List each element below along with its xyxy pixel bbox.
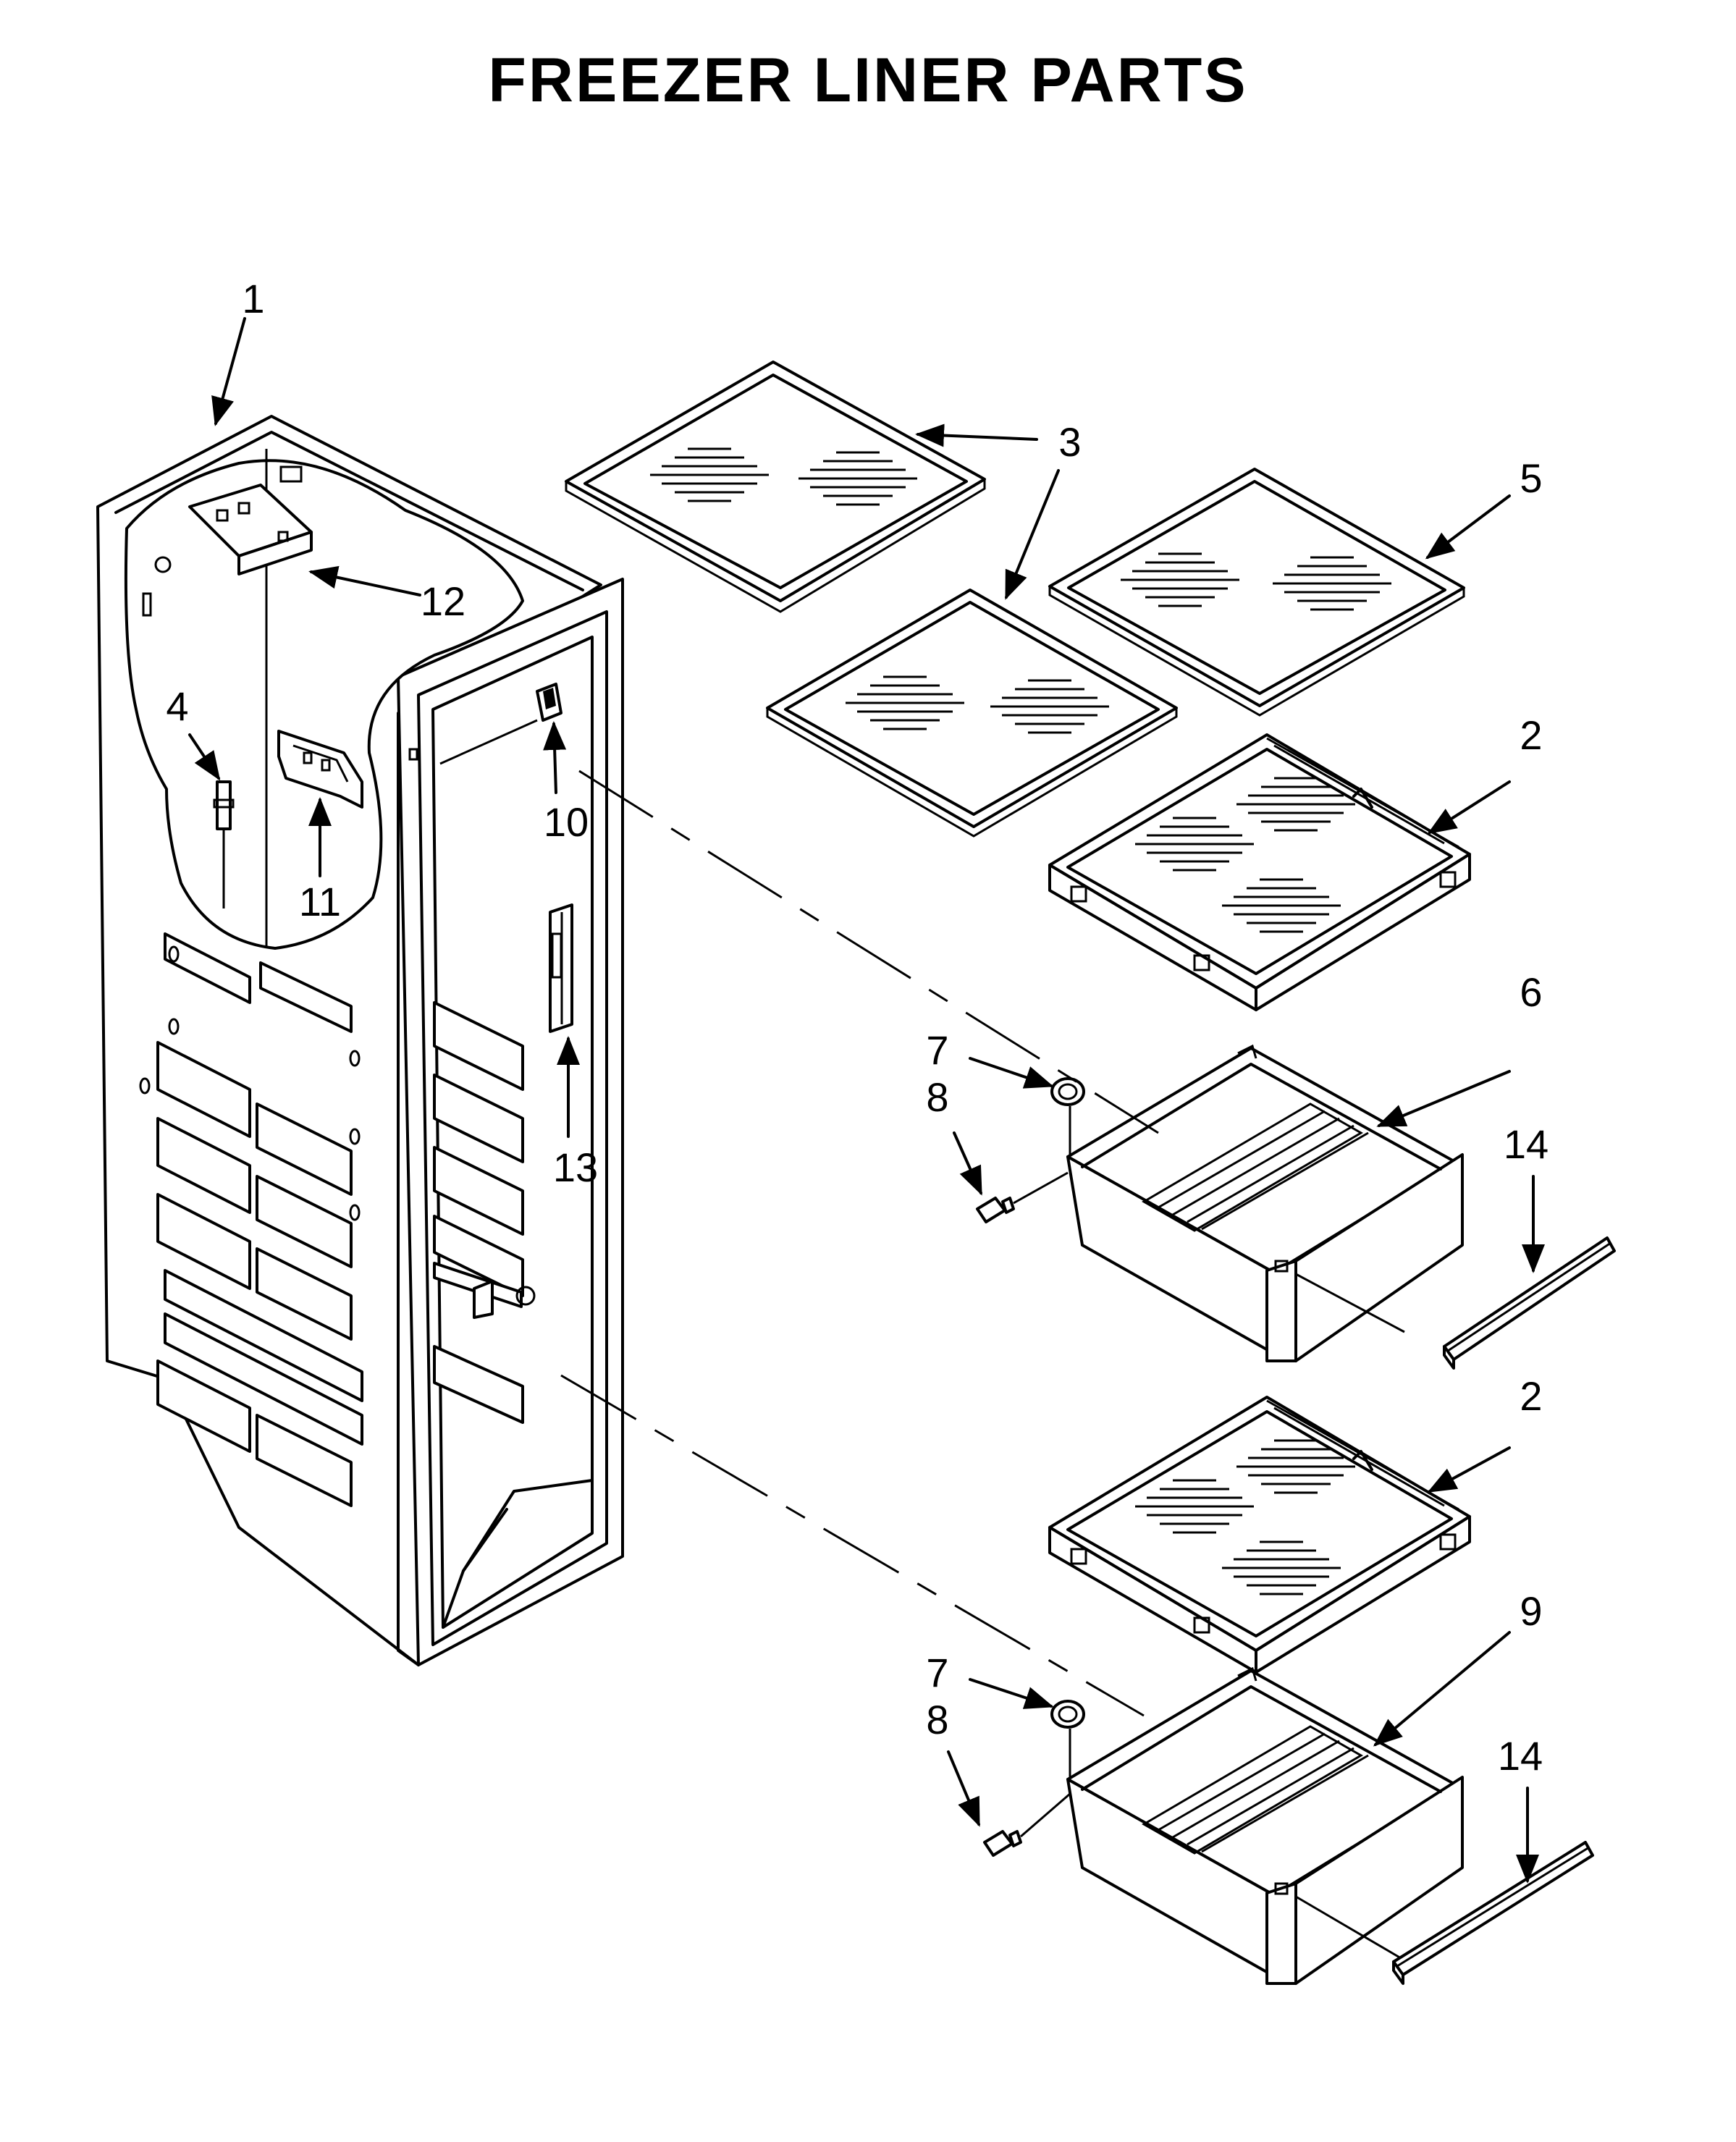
freezer-bin-upper	[1066, 1044, 1464, 1362]
callout-13: 13	[553, 1144, 598, 1190]
callout-5: 5	[1520, 455, 1542, 501]
bin-wheel-lower	[1050, 1700, 1085, 1729]
callout-2-lower: 2	[1520, 1373, 1542, 1419]
glass-shelf-middle	[766, 589, 1178, 838]
callout-8-lower: 8	[926, 1697, 948, 1742]
callout-numbers: 1 3 5 2 6 2 9 7 8 7 8 14 14 4 11 10 12 1…	[166, 276, 1549, 1779]
page-title: FREEZER LINER PARTS	[488, 46, 1248, 115]
framed-shelf-lower	[1048, 1396, 1471, 1674]
assembly-lines	[439, 719, 1405, 1960]
callout-8-upper: 8	[926, 1074, 948, 1120]
framed-shelf-upper	[1048, 733, 1471, 1011]
callout-7-lower: 7	[926, 1650, 948, 1695]
callout-6: 6	[1520, 969, 1542, 1015]
callout-14-lower: 14	[1498, 1733, 1543, 1779]
freezer-liner	[96, 415, 624, 1666]
bin-pin-lower	[983, 1830, 1022, 1857]
callout-4: 4	[166, 683, 188, 729]
callout-14-upper: 14	[1504, 1121, 1549, 1167]
callout-3: 3	[1058, 419, 1081, 465]
callout-1: 1	[242, 276, 264, 321]
freezer-bin-lower	[1066, 1666, 1464, 1985]
slide-rail-upper	[1443, 1236, 1616, 1370]
callout-11: 11	[299, 879, 341, 924]
glass-shelf-top	[565, 360, 986, 613]
callout-12: 12	[421, 578, 465, 624]
bin-pin-upper	[976, 1197, 1015, 1223]
callout-9: 9	[1520, 1588, 1542, 1634]
callout-2-upper: 2	[1520, 712, 1542, 758]
bin-wheel-upper	[1050, 1077, 1085, 1106]
callout-arrows	[188, 317, 1545, 1884]
callout-7-upper: 7	[926, 1027, 948, 1073]
callout-10: 10	[544, 799, 589, 845]
glass-shelf-right	[1048, 468, 1465, 717]
